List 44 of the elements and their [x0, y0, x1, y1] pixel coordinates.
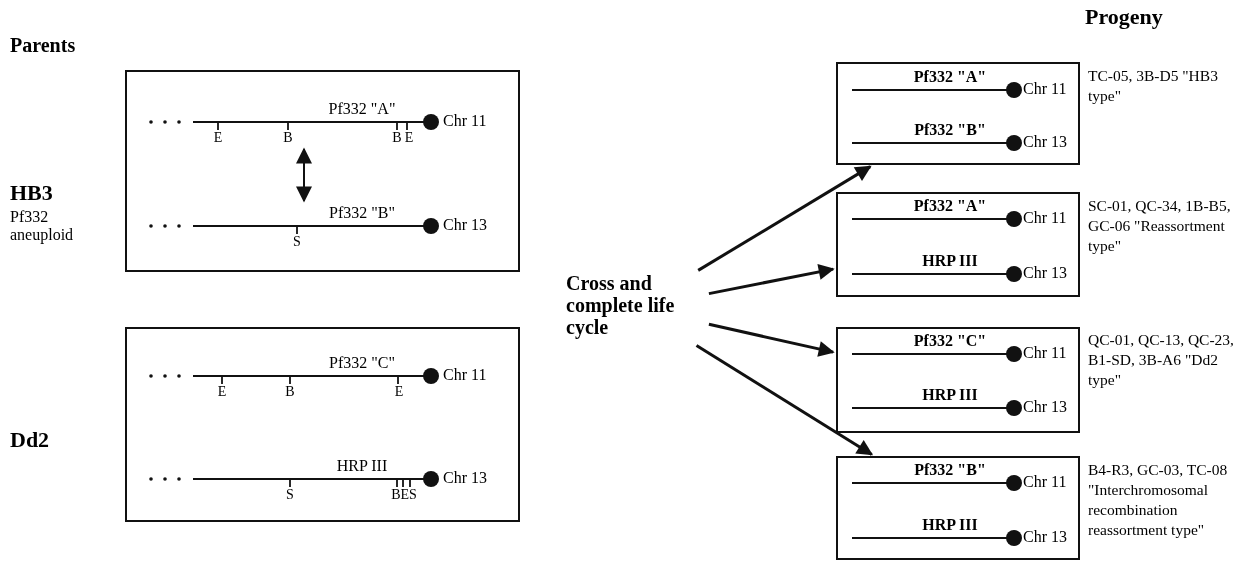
gene-label: Pf332 "B" [914, 461, 986, 480]
gene-label: Pf332 "C" [913, 332, 987, 351]
chromosome-label: Chr 13 [443, 469, 487, 488]
restriction-site-label: E [404, 130, 414, 147]
gene-label: Pf332 "A" [913, 197, 987, 216]
restriction-site-label: E [217, 384, 227, 401]
gene-label: HRP III [922, 252, 978, 271]
chromosome-label: Chr 11 [443, 366, 487, 385]
gene-label: HRP III [336, 457, 388, 476]
strain-list: TC-05, 3B-D5 "HB3 type" [1088, 66, 1246, 106]
chromosome-label: Chr 11 [443, 112, 487, 131]
restriction-site-label: S [286, 487, 294, 504]
strain-list: SC-01, QC-34, 1B-B5, GC-06 "Reassortment type" [1088, 196, 1246, 256]
gene-label: HRP III [922, 386, 978, 405]
process-text: Cross and complete life cycle [566, 272, 676, 338]
chromosome-label: Chr 13 [1023, 528, 1067, 547]
restriction-site-label: BES [391, 487, 417, 504]
column-heading: Progeny [1085, 4, 1163, 30]
chromosome-label: Chr 11 [1023, 80, 1067, 99]
strain-list: B4-R3, GC-03, TC-08 "Interchromosomal recombination reassortment type" [1088, 460, 1246, 540]
chromosome-label: Chr 11 [1023, 473, 1067, 492]
gene-label: HRP III [922, 516, 978, 535]
column-heading: Parents [10, 34, 76, 57]
restriction-site-label: B [392, 130, 402, 147]
strain-list: QC-01, QC-13, QC-23, B1-SD, 3B-A6 "Dd2 type" [1088, 330, 1246, 390]
gene-label: Pf332 "A" [913, 68, 987, 87]
gene-label: Pf332 "C" [329, 354, 395, 373]
restriction-site-label: S [293, 234, 301, 251]
chromosome-label: Chr 11 [1023, 344, 1067, 363]
gene-label: Pf332 "A" [328, 100, 396, 119]
chromosome-label: Chr 13 [1023, 264, 1067, 283]
chromosome-label: Chr 11 [1023, 209, 1067, 228]
chromosome-label: Chr 13 [1023, 398, 1067, 417]
chromosome-label: Chr 13 [443, 216, 487, 235]
gene-label: Pf332 "B" [329, 204, 395, 223]
restriction-site-label: B [283, 130, 293, 147]
strain-note: Pf332 aneuploid [10, 208, 75, 245]
restriction-site-label: E [213, 130, 223, 147]
strain-heading: Dd2 [10, 427, 51, 453]
restriction-site-label: B [285, 384, 295, 401]
strain-heading: HB3 [10, 180, 54, 206]
restriction-site-label: E [394, 384, 404, 401]
chromosome-label: Chr 13 [1023, 133, 1067, 152]
gene-label: Pf332 "B" [914, 121, 986, 140]
